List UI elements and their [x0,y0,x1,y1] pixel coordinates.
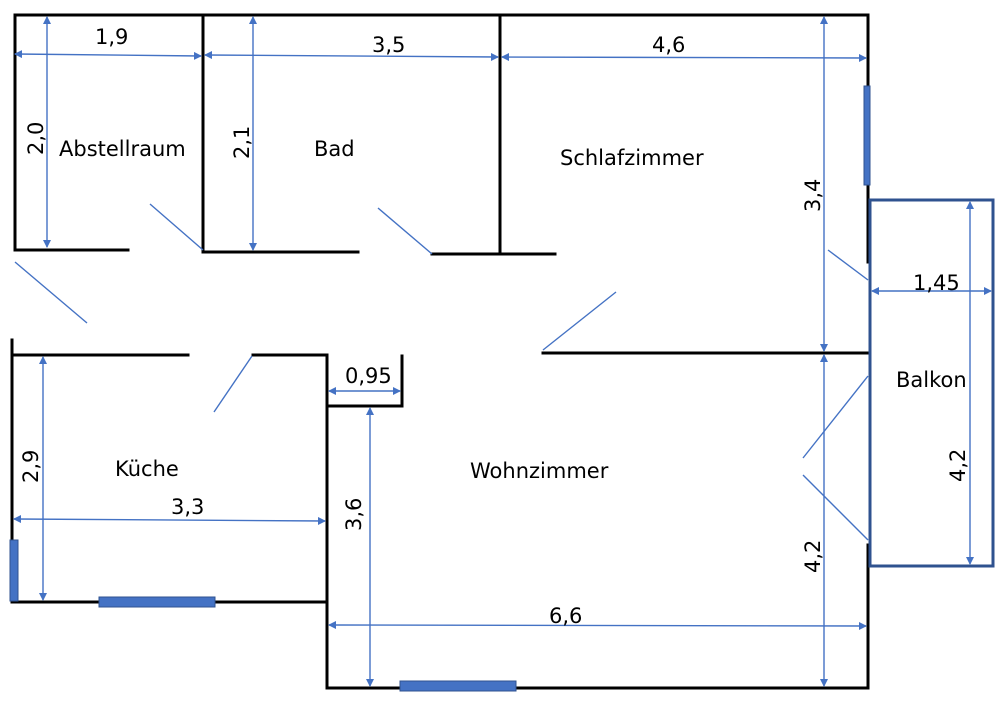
dim-label-wohnzimmer-depth-left: 3,6 [342,498,366,531]
dim-line-schlafzimmer-width [501,53,867,62]
dim-label-balkon-width: 1,45 [913,271,960,295]
door-abstellraum [149,203,204,251]
door-wohnzimmer-balkon-lower [802,474,869,541]
dim-label-abstellraum-depth: 2,0 [24,122,48,155]
dim-label-wohnzimmer-depth-right: 4,2 [801,540,825,573]
door-entrance [14,261,88,324]
dimension-lines [13,16,992,687]
dim-line-abstellraum-width [14,50,202,60]
door-schlafzimmer [542,291,617,351]
balcony-outline [868,198,995,568]
room-label-bad: Bad [314,137,355,161]
room-labels: Abstellraum Bad Schlafzimmer Küche Wohnz… [59,137,967,483]
room-label-kueche: Küche [115,457,179,481]
dim-label-bad-width: 3,5 [372,33,405,57]
door-schlafzimmer-balkon [827,249,869,281]
window-schlafzimmer [863,85,871,186]
dim-label-schlafzimmer-depth: 3,4 [801,179,825,212]
windows [9,85,871,692]
room-label-wohnzimmer: Wohnzimmer [470,459,609,483]
dim-label-schlafzimmer-width: 4,6 [652,33,685,57]
dim-line-kueche-width [13,515,326,525]
room-label-abstellraum: Abstellraum [59,137,186,161]
dim-label-abstellraum-width: 1,9 [95,25,128,49]
dim-line-wohnzimmer-width [328,621,867,630]
dim-line-bad-width [204,51,499,61]
room-label-schlafzimmer: Schlafzimmer [560,146,704,170]
door-bad [377,207,433,255]
dim-label-kueche-width: 3,3 [171,495,204,519]
dim-label-wohnzimmer-width: 6,6 [549,604,582,628]
walls [10,13,870,690]
door-wohnzimmer-balkon-upper [802,375,869,459]
room-label-balkon: Balkon [896,368,967,392]
door-kueche [213,355,253,413]
dim-label-bad-depth: 2,1 [230,126,254,159]
dim-label-flur-offset: 0,95 [345,364,392,388]
dim-label-balkon-length: 4,2 [946,449,970,482]
window-kueche-bottom [98,596,216,608]
window-wohnzimmer-bottom [399,680,517,692]
dimension-labels: 1,9 2,0 2,1 3,5 4,6 3,4 1,45 4,2 0,95 2,… [19,25,970,628]
window-kueche-left [9,539,19,602]
doors [14,203,869,541]
dim-label-kueche-depth: 2,9 [19,450,43,483]
